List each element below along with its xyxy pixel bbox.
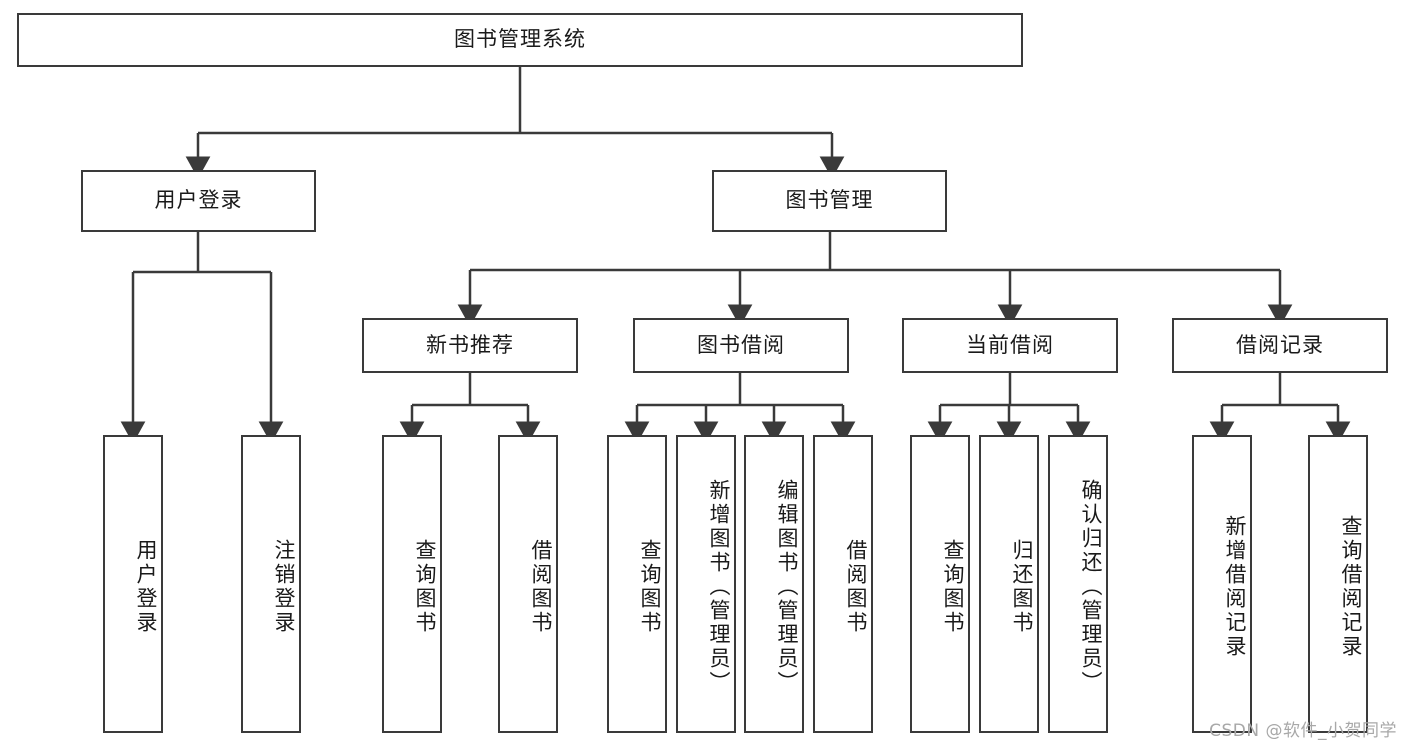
node-label: 查询图书 [941, 539, 965, 635]
node-leaf-borrow-book[interactable]: 借阅图书 [813, 435, 873, 733]
node-label: 编辑图书（管理员） [775, 479, 799, 695]
node-label: 注销登录 [272, 539, 296, 635]
node-leaf-add-book-admin[interactable]: 新增图书（管理员） [676, 435, 736, 733]
node-label: 当前借阅 [966, 332, 1054, 357]
node-leaf-borrow-book-recommend[interactable]: 借阅图书 [498, 435, 558, 733]
node-label: 新增借阅记录 [1223, 515, 1247, 659]
node-user-login[interactable]: 用户登录 [81, 170, 316, 232]
node-current-borrow[interactable]: 当前借阅 [902, 318, 1118, 373]
node-label: 确认归还（管理员） [1079, 479, 1103, 695]
node-label: 归还图书 [1010, 539, 1034, 635]
node-leaf-confirm-return-admin[interactable]: 确认归还（管理员） [1048, 435, 1108, 733]
csdn-watermark: CSDN @软件_小贺同学 [1209, 721, 1397, 741]
node-new-book-recommend[interactable]: 新书推荐 [362, 318, 578, 373]
node-borrow-record[interactable]: 借阅记录 [1172, 318, 1388, 373]
node-book-management[interactable]: 图书管理 [712, 170, 947, 232]
node-leaf-user-login[interactable]: 用户登录 [103, 435, 163, 733]
node-leaf-logout[interactable]: 注销登录 [241, 435, 301, 733]
node-label: 查询图书 [638, 539, 662, 635]
node-label: 查询借阅记录 [1339, 515, 1363, 659]
node-label: 新书推荐 [426, 332, 514, 357]
node-label: 用户登录 [154, 188, 243, 213]
node-leaf-query-book-current[interactable]: 查询图书 [910, 435, 970, 733]
node-label: 新增图书（管理员） [707, 479, 731, 695]
node-label: 图书借阅 [697, 332, 785, 357]
node-label: 图书管理 [785, 188, 874, 213]
node-leaf-query-borrow-record[interactable]: 查询借阅记录 [1308, 435, 1368, 733]
node-label: 借阅图书 [844, 539, 868, 635]
node-label: 借阅图书 [529, 539, 553, 635]
node-root-book-management-system[interactable]: 图书管理系统 [17, 13, 1023, 67]
node-label: 借阅记录 [1236, 332, 1324, 357]
node-leaf-add-borrow-record[interactable]: 新增借阅记录 [1192, 435, 1252, 733]
node-label: 图书管理系统 [454, 27, 586, 52]
node-leaf-query-book-borrow[interactable]: 查询图书 [607, 435, 667, 733]
node-book-borrow[interactable]: 图书借阅 [633, 318, 849, 373]
node-leaf-return-book[interactable]: 归还图书 [979, 435, 1039, 733]
node-label: 查询图书 [413, 539, 437, 635]
node-label: 用户登录 [134, 539, 158, 635]
node-leaf-query-book-recommend[interactable]: 查询图书 [382, 435, 442, 733]
node-leaf-edit-book-admin[interactable]: 编辑图书（管理员） [744, 435, 804, 733]
